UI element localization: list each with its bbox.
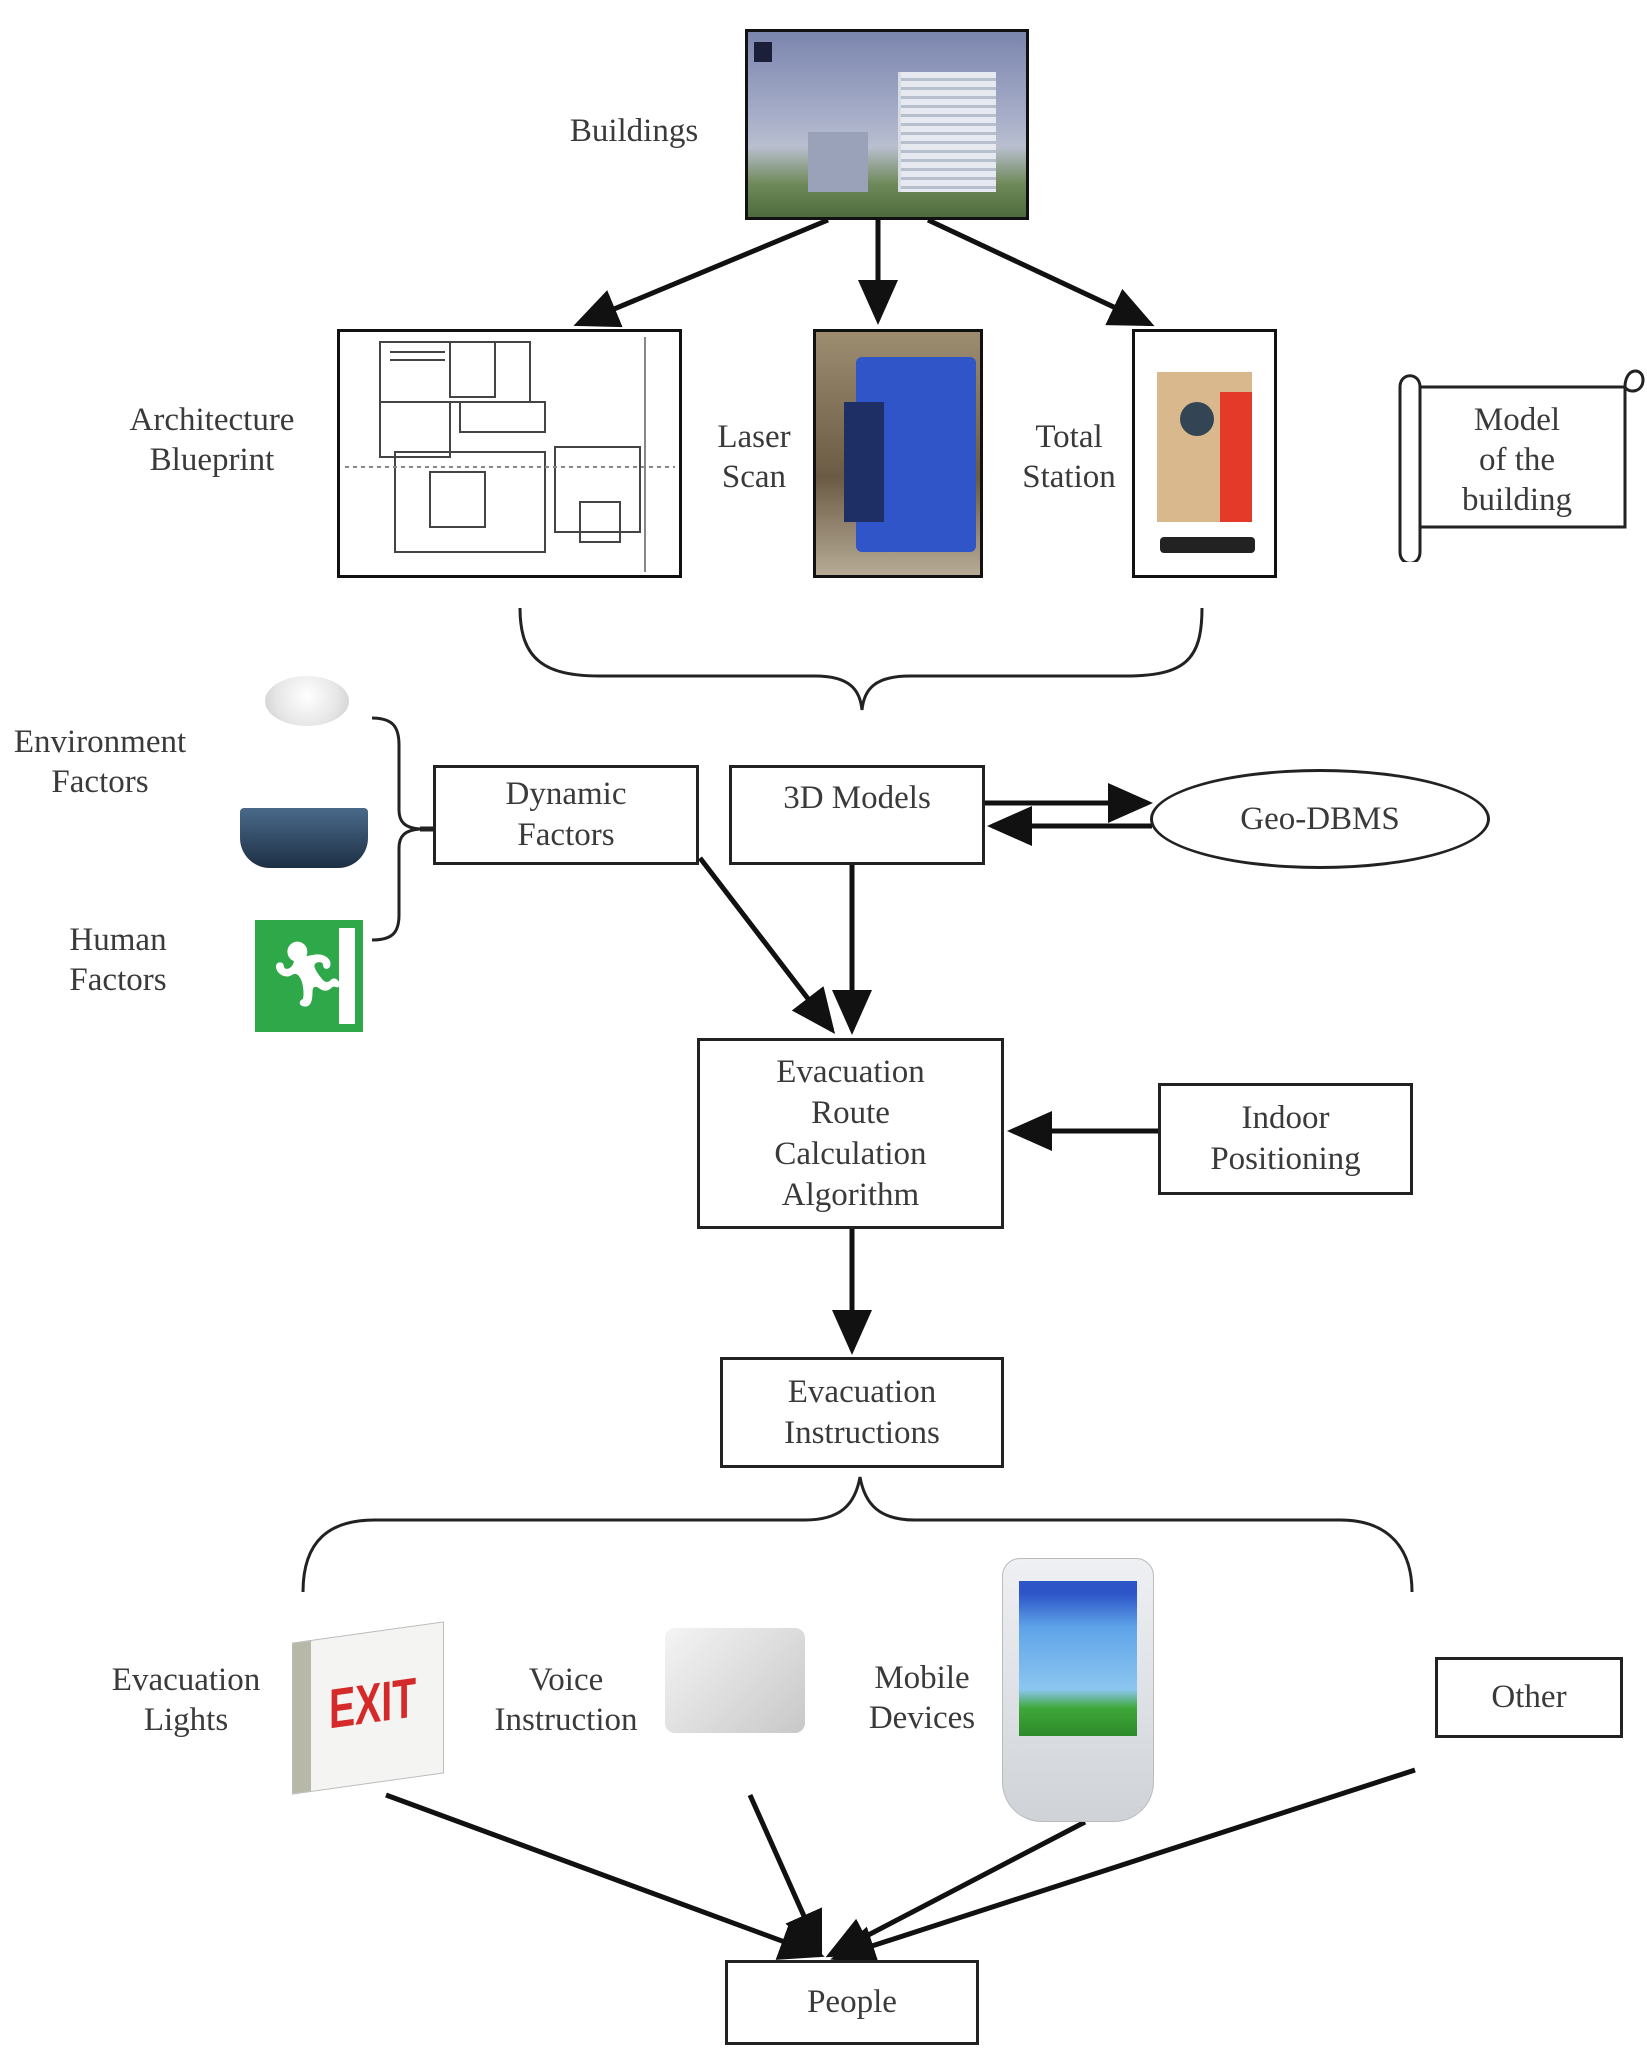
- brace-outputs: [301, 1476, 1414, 1593]
- building-background-icon: [808, 132, 868, 192]
- blueprint-image: [337, 329, 682, 578]
- buildings-image: [745, 29, 1029, 220]
- model-building-label: Model of the building: [1461, 402, 1573, 518]
- evacuation-instructions-box: Evacuation Instructions: [720, 1357, 1004, 1468]
- total-station-image: [1132, 329, 1277, 578]
- dynamic-factors-box: Dynamic Factors: [433, 765, 699, 865]
- brace-sources: [518, 607, 1204, 711]
- arrow-dynamic-to-route: [698, 856, 836, 1034]
- evacuation-lights-label: Evacuation Lights: [111, 1662, 261, 1738]
- brace-factors: [371, 716, 421, 942]
- arrow-lights-to-people: [385, 1792, 825, 1960]
- arrow-buildings-to-station: [926, 217, 1155, 327]
- pda-device-image: [1002, 1558, 1154, 1822]
- smoke-detector-icon: [265, 676, 349, 726]
- floorplan-icon: [345, 337, 675, 572]
- other-box: Other: [1435, 1657, 1623, 1738]
- mobile-devices-label: Mobile Devices: [868, 1660, 976, 1736]
- exit-text-icon: EXIT: [329, 1665, 417, 1741]
- voice-instruction-label: Voice Instruction: [494, 1662, 638, 1738]
- indoor-positioning-box: Indoor Positioning: [1158, 1083, 1413, 1195]
- arrow-voice-to-people: [747, 1793, 823, 1957]
- sensor-camera-icon: [240, 808, 368, 868]
- arrow-buildings-to-blueprint: [573, 217, 829, 328]
- buildings-label: Buildings: [569, 113, 699, 149]
- total-station-label: Total Station: [1022, 419, 1116, 495]
- 3d-models-box: 3D Models: [729, 765, 985, 865]
- geodbms-ellipse: Geo-DBMS: [1150, 769, 1490, 869]
- human-factors-label: Human Factors: [69, 922, 167, 998]
- building-tower-icon: [898, 72, 996, 192]
- people-box: People: [725, 1960, 979, 2045]
- pda-screen-icon: [1019, 1581, 1137, 1736]
- emergency-exit-sign-icon: 🏃︎: [255, 920, 363, 1032]
- route-calculation-box: Evacuation Route Calculation Algorithm: [697, 1038, 1004, 1229]
- loudspeaker-icon: [665, 1628, 805, 1733]
- environment-factors-label: Environment Factors: [13, 724, 187, 800]
- laser-scan-label: Laser Scan: [717, 419, 791, 495]
- blueprint-label: Architecture Blueprint: [129, 402, 295, 478]
- laser-scanner-image: [813, 329, 983, 578]
- arrow-other-to-people: [830, 1767, 1416, 1965]
- exit-sign-image: EXIT: [292, 1621, 444, 1795]
- running-man-icon: 🏃︎: [267, 938, 349, 1012]
- model-scroll-shape: [1398, 369, 1645, 562]
